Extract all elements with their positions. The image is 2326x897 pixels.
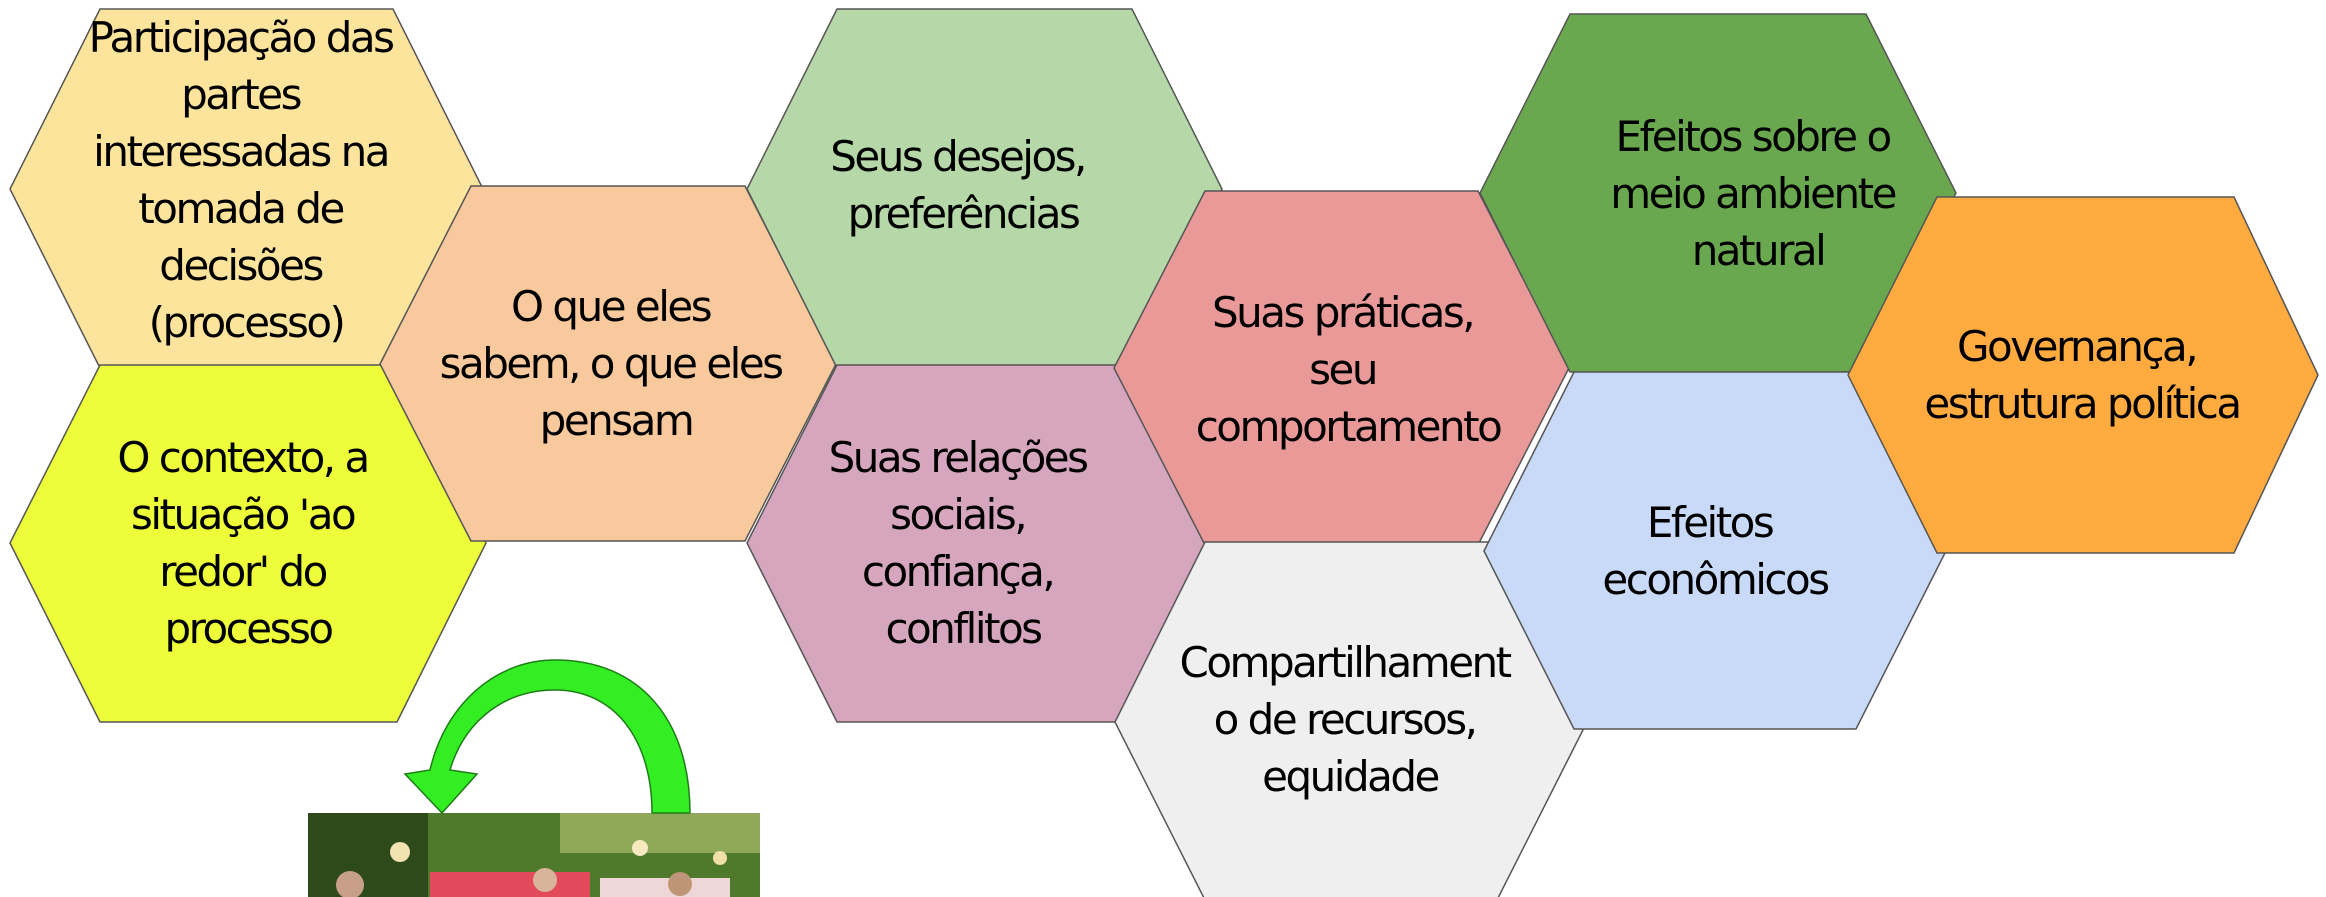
label-line: confiança, [862,547,1053,596]
hexagon-praticas: Suas práticas, seu comportamento [1113,190,1570,546]
label-line: redor' do [159,547,326,596]
label-line: decisões [159,241,322,290]
label-line: O que eles [511,282,711,331]
label-line: processo [164,604,332,653]
label-line: seu [1309,345,1376,394]
hexagon-relacoes: Suas relações sociais, confiança, confli… [746,364,1223,723]
label-line: Efeitos [1647,498,1773,547]
label-line: conflitos [885,604,1041,653]
label-line: comportamento [1196,402,1501,451]
label-line: Governança, [1957,322,2196,371]
meeting-photo [308,813,760,897]
photo-person [336,871,364,897]
label-line: Compartilhament [1180,638,1512,687]
hexagon-label: Compartilhament o de recursos, equidade [1180,638,1521,801]
hexagon-label: Governança, estrutura política [1924,322,2239,428]
label-line: Participação das [89,13,394,62]
label-line: pensam [540,396,693,445]
photo-lamp [390,842,410,862]
photo-tablecloth [600,878,730,897]
hexagon-meio-ambiente: Efeitos sobre o meio ambiente natural [1479,13,1957,373]
hexagon-label: Suas relações sociais, confiança, confli… [829,433,1098,653]
photo-person [533,868,557,892]
label-line: meio ambiente [1610,169,1895,218]
hexagon-label: Seus desejos, preferências [830,132,1096,238]
photo-dark-area [308,813,428,897]
hexagon-shape [1847,196,2319,554]
label-line: preferências [848,189,1079,238]
hexagon-label: O contexto, a situação 'ao redor' do pro… [117,433,378,653]
label-line: sabem, o que eles [440,339,783,388]
hexagon-compartilhamento: Compartilhament o de recursos, equidade [1114,541,1588,897]
hexagon-desejos: Seus desejos, preferências [746,8,1223,369]
hexagon-label: Efeitos econômicos [1602,498,1828,604]
label-line: situação 'ao [131,490,355,539]
label-line: interessadas na [93,127,388,176]
hexagon-label: O que eles sabem, o que eles pensam [440,282,793,445]
label-line: o de recursos, [1214,695,1476,744]
label-line: Seus desejos, [830,132,1085,181]
hexagon-participacao: Participação das partes interessadas na … [9,8,484,369]
label-line: partes [181,70,300,119]
hexagon-governanca: Governança, estrutura política [1847,196,2319,554]
photo-tablecloth [430,872,590,897]
label-line: Suas relações [829,433,1087,482]
label-line: natural [1692,226,1825,275]
label-line: tomada de [138,184,343,233]
hexagon-label: Efeitos sobre o meio ambiente natural [1610,112,1906,275]
curved-return-arrow-icon [403,659,691,815]
arrow-body [403,659,691,815]
photo-person [668,872,692,896]
hexagon-label: Suas práticas, seu comportamento [1196,288,1501,451]
hexagon-sabem: O que eles sabem, o que eles pensam [379,185,837,542]
photo-light-area [560,813,760,853]
label-line: O contexto, a [117,433,367,482]
hexagon-label: Participação das partes interessadas na … [89,13,404,347]
hexagon-shape [379,185,837,542]
label-line: Suas práticas, [1212,288,1473,337]
hexagon-contexto: O contexto, a situação 'ao redor' do pro… [9,364,487,723]
label-line: (processo) [149,298,344,347]
label-line: econômicos [1602,555,1828,604]
label-line: sociais, [890,490,1025,539]
label-line: Efeitos sobre o [1615,112,1890,161]
label-line: equidade [1262,752,1438,801]
hexagon-economicos: Efeitos econômicos [1483,371,1947,730]
photo-lamp [713,851,727,865]
photo-lamp [632,840,648,856]
label-line: estrutura política [1924,379,2239,428]
